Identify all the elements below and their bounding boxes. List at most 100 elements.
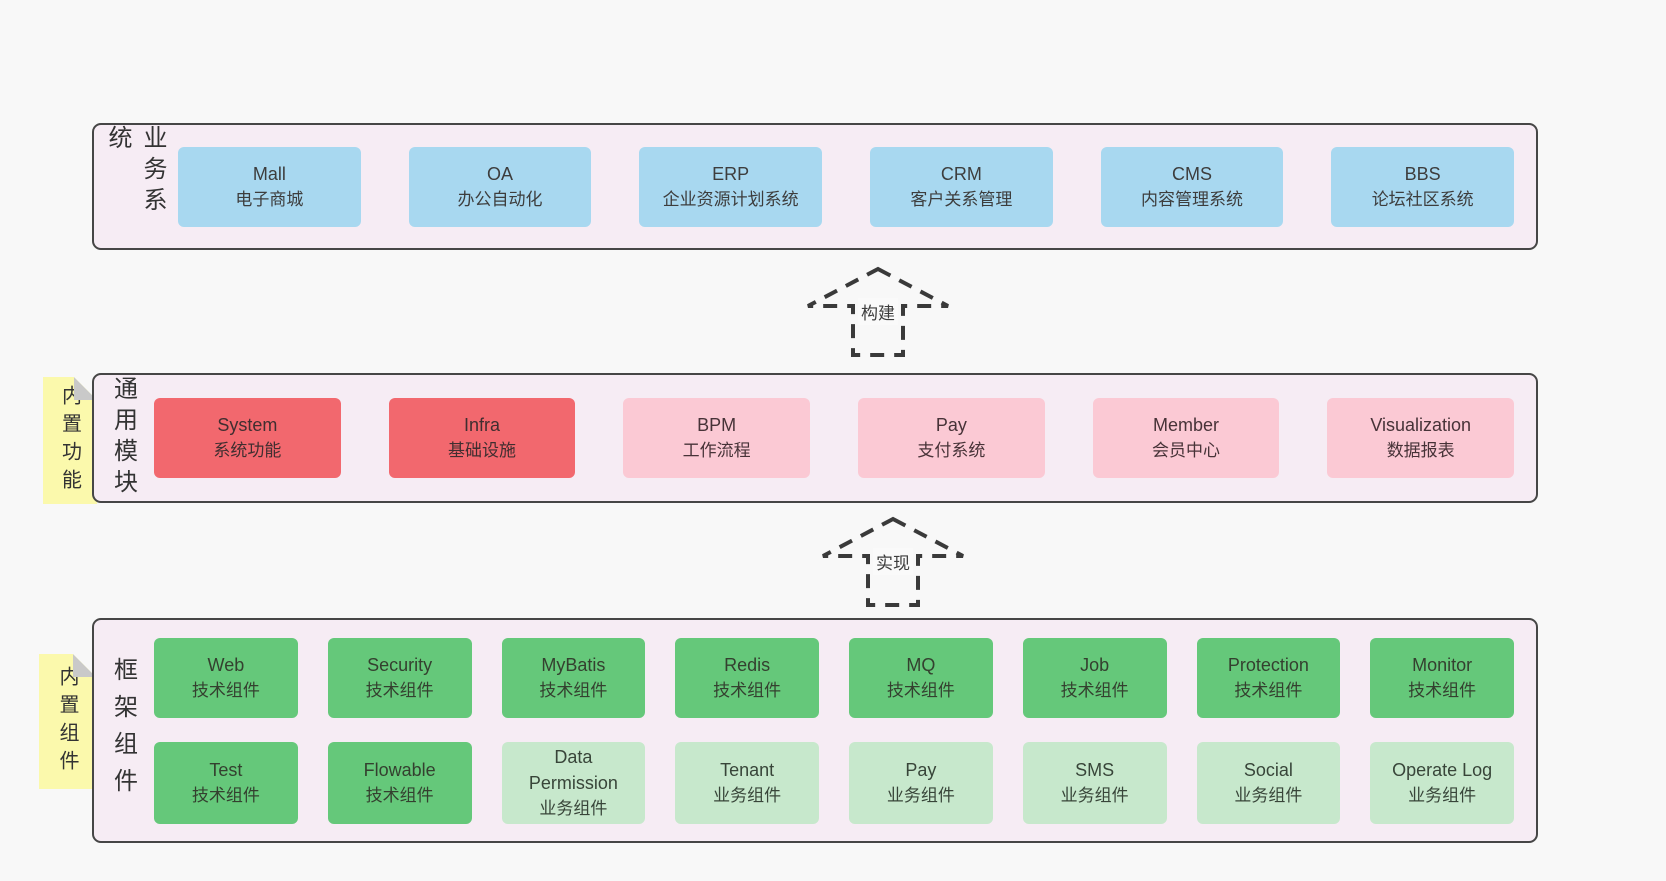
box-subtitle: 客户关系管理: [910, 189, 1013, 209]
box-title: Infra: [463, 415, 501, 435]
box-security: Security 技术组件: [327, 637, 472, 718]
box-title: Data Permission: [528, 746, 618, 793]
business-systems-side-label: 业务系统: [104, 125, 166, 218]
framework-components-side-label: 框架组件: [109, 656, 137, 805]
box-mall: Mall 电子商城: [178, 146, 361, 227]
box-title: Redis: [724, 654, 771, 675]
box-row: Mall 电子商城 OA 办公自动化 ERP 企业资源计划系统 CRM 客户关系管理 CMS 内容…: [178, 146, 1515, 227]
box-title: SMS: [1075, 759, 1115, 780]
box-subtitle: 技术组件: [365, 785, 434, 805]
box-mq: MQ 技术组件: [849, 637, 993, 718]
box-title: Test: [209, 759, 243, 780]
box-title: Member: [1153, 415, 1220, 435]
box-subtitle: 系统功能: [213, 441, 282, 460]
box-pay: Pay 支付系统: [858, 398, 1045, 478]
box-crm: CRM 客户关系管理: [870, 146, 1053, 227]
box-subtitle: 工作流程: [682, 441, 751, 460]
box-bpm: BPM 工作流程: [623, 398, 811, 478]
box-title: Web: [207, 654, 245, 675]
box-title: MQ: [906, 654, 936, 675]
box-title: Protection: [1227, 654, 1309, 675]
box-subtitle: 技术组件: [886, 680, 955, 700]
business-systems-section: 业务系统 Mall 电子商城 OA 办公自动化 ERP 企业资源计划系统 CRM 客户关系管理…: [92, 123, 1538, 250]
builtin-components-note: 内置组件: [39, 654, 96, 789]
box-subtitle: 数据报表: [1386, 441, 1455, 460]
box-title: Monitor: [1412, 654, 1473, 675]
box-tenant: Tenant 业务组件: [675, 741, 819, 824]
box-erp: ERP 企业资源计划系统: [639, 146, 823, 227]
box-member: Member 会员中心: [1092, 398, 1280, 478]
box-subtitle: 技术组件: [539, 680, 608, 700]
box-row: System 系统功能 Infra 基础设施 BPM 工作流程 Pay 支付系统 Member 会…: [154, 398, 1515, 478]
box-subtitle: 业务组件: [713, 785, 782, 805]
box-title: ERP: [712, 163, 750, 184]
implement-arrow-icon: 实现: [820, 516, 966, 608]
box-title: BBS: [1404, 163, 1441, 184]
box-sms: SMS 业务组件: [1022, 741, 1167, 824]
box-subtitle: 技术组件: [1234, 680, 1303, 700]
box-title: Mall: [252, 163, 286, 184]
build-arrow-icon: 构建: [805, 266, 951, 358]
box-subtitle: 基础设施: [448, 441, 516, 460]
box-system: System 系统功能: [154, 398, 341, 478]
box-subtitle: 企业资源计划系统: [662, 189, 799, 209]
box-subtitle: 技术组件: [713, 680, 782, 700]
box-pay: Pay 业务组件: [849, 741, 993, 824]
box-title: Pay: [935, 415, 967, 435]
common-modules-boxes: System 系统功能 Infra 基础设施 BPM 工作流程 Pay 支付系统 Member 会…: [146, 375, 1536, 501]
box-subtitle: 技术组件: [191, 680, 260, 700]
box-title: Visualization: [1370, 415, 1472, 435]
box-flowable: Flowable 技术组件: [327, 741, 472, 824]
box-title: System: [217, 415, 278, 435]
box-title: Flowable: [363, 759, 436, 780]
box-subtitle: 业务组件: [886, 785, 955, 805]
box-social: Social 业务组件: [1196, 741, 1341, 824]
box-title: OA: [487, 163, 514, 184]
box-monitor: Monitor 技术组件: [1370, 637, 1514, 718]
box-title: BPM: [697, 415, 737, 435]
box-redis: Redis 技术组件: [675, 637, 819, 718]
box-subtitle: 业务组件: [1408, 785, 1477, 805]
box-data-permission: Data Permission 业务组件: [501, 741, 646, 824]
box-test: Test 技术组件: [154, 741, 298, 824]
box-job: Job 技术组件: [1022, 637, 1167, 718]
builtin-features-note-label: 内置功能: [58, 384, 81, 497]
box-subtitle: 技术组件: [365, 680, 434, 700]
builtin-features-note: 内置功能: [43, 377, 97, 504]
box-web: Web 技术组件: [154, 637, 298, 718]
box-subtitle: 技术组件: [191, 785, 260, 805]
box-title: CMS: [1172, 163, 1213, 184]
box-title: Pay: [905, 759, 937, 780]
build-arrow-label: 构建: [858, 298, 898, 325]
box-mybatis: MyBatis 技术组件: [501, 637, 646, 718]
box-subtitle: 业务组件: [1234, 785, 1303, 805]
box-visualization: Visualization 数据报表: [1327, 398, 1515, 478]
box-subtitle: 支付系统: [917, 441, 986, 460]
box-title: MyBatis: [541, 654, 606, 675]
box-oa: OA 办公自动化: [408, 146, 592, 227]
box-subtitle: 内容管理系统: [1141, 189, 1244, 209]
box-protection: Protection 技术组件: [1196, 637, 1341, 718]
box-subtitle: 会员中心: [1152, 441, 1221, 460]
box-cms: CMS 内容管理系统: [1100, 146, 1284, 227]
box-subtitle: 技术组件: [1408, 680, 1477, 700]
box-subtitle: 电子商城: [235, 189, 304, 209]
box-infra: Infra 基础设施: [388, 398, 576, 478]
box-title: Tenant: [720, 759, 775, 780]
box-title: Security: [367, 654, 433, 675]
box-subtitle: 办公自动化: [457, 189, 543, 209]
box-subtitle: 业务组件: [539, 798, 608, 818]
builtin-components-note-label: 内置组件: [56, 665, 78, 778]
box-subtitle: 论坛社区系统: [1371, 189, 1474, 209]
box-title: CRM: [940, 163, 982, 184]
box-subtitle: 业务组件: [1060, 785, 1129, 805]
box-title: Job: [1080, 654, 1110, 675]
box-title: Social: [1243, 759, 1293, 780]
box-subtitle: 技术组件: [1060, 680, 1129, 700]
business-systems-boxes: Mall 电子商城 OA 办公自动化 ERP 企业资源计划系统 CRM 客户关系管理 CMS 内容…: [170, 125, 1536, 248]
